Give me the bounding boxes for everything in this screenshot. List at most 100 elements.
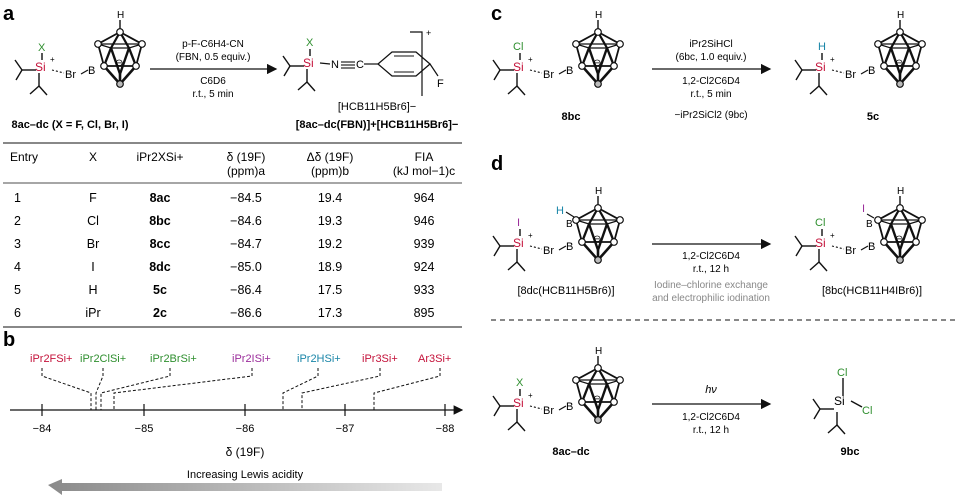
table-row: 3 Br 8cc −84.7 19.2 939 [14,237,434,251]
panel-c-solvent: 1,2-Cl2C6D4 [682,76,740,87]
silicon-label: Si [815,60,826,74]
reactant-8dc-complex: I Si + Br B H ⊖ H B [492,186,625,272]
cage-anion-sign: ⊖ [593,58,601,69]
tick-86: −86 [236,423,255,435]
product-caption-5c: 5c [867,111,879,123]
cell-entry: 3 [14,237,21,251]
cell-delta-delta: 19.4 [318,191,342,205]
species-ipr2fsi: iPr2FSi+ [30,353,73,365]
cage-anion-sign: ⊖ [593,234,601,245]
panel-a-reagent-1: p-F-C6H4-CN [182,39,244,50]
tick-84: −84 [33,423,52,435]
boron-label: B [566,241,573,253]
cell-x: Br [87,237,100,251]
product-5c: H Si + Br B H ⊖ [794,10,927,96]
panel-c-byproduct: −iPr2SiCl2 (9bc) [674,110,747,121]
fia-table: Entry X iPr2XSi+ δ (19F) (ppm)a Δδ (19F)… [3,142,462,328]
iodine-label: I [517,217,520,229]
cell-delta: −84.7 [230,237,262,251]
bromine-label: Br [543,245,554,257]
hydrogen-label: H [818,41,826,53]
cage-hydrogen-label: H [117,10,124,21]
header-delta-delta: Δδ (19F) [307,150,354,164]
panel-c-conditions: r.t., 5 min [690,89,731,100]
header-fia: FIA [415,150,434,164]
panel-c-reagent-1: iPr2SiHCl [689,39,732,50]
table-row: 5 H 5c −86.4 17.5 933 [14,283,434,297]
cation-plus: + [528,391,533,400]
chlorine-label-2: Cl [862,405,872,417]
bromine-label: Br [543,405,554,417]
cage-hydrogen-label: H [897,186,904,197]
cell-fia: 939 [414,237,435,251]
table-row: 6 iPr 2c −86.6 17.3 895 [14,306,434,320]
panel-c: c Cl Si + Br B H ⊖ 8bc iPr2SiHCl (6bc, 1… [491,3,927,123]
cell-compound: 5c [153,283,167,297]
top-conditions: r.t., 12 h [693,264,729,275]
product-9bc: Cl Cl Si [812,367,872,435]
species-ipr2clsi: iPr2ClSi+ [80,353,126,365]
fluorine-label: F [437,78,444,90]
cell-fia: 924 [414,260,435,274]
silicon-label: Si [834,394,845,408]
bottom-reactant-caption: 8ac–dc [552,446,589,458]
cell-delta: −86.4 [230,283,262,297]
cell-delta-delta: 18.9 [318,260,342,274]
panel-a-solvent: C6D6 [200,76,226,87]
cell-delta-delta: 19.2 [318,237,342,251]
cell-fia: 895 [414,306,435,320]
bottom-conditions: r.t., 12 h [693,425,729,436]
header-silylium: iPr2XSi+ [136,150,183,164]
header-x: X [89,150,97,164]
axis-label: δ (19F) [226,445,265,459]
cell-compound: 2c [153,306,167,320]
reactant-caption-8bc: 8bc [562,111,581,123]
product-anion: [HCB11H5Br6]− [338,101,416,113]
cation-plus: + [50,55,55,64]
product-charge: + [426,28,431,38]
cage-anion-sign: ⊖ [895,234,903,245]
bottom-product-caption: 9bc [841,446,860,458]
species-ar3si: Ar3Si+ [418,353,451,365]
header-delta: δ (19F) [227,150,266,164]
boron-label: B [88,65,95,77]
substituent-x-label: X [38,42,46,54]
top-note-2: and electrophilic iodination [652,293,770,304]
bi-boron-label: B [866,219,873,230]
bromine-label: Br [65,69,76,81]
species-ipr2hsi: iPr2HSi+ [297,353,341,365]
bottom-reagent: hν [705,384,717,396]
cage-hydrogen-label: H [595,346,602,357]
cell-fia: 946 [414,214,435,228]
cell-delta-delta: 17.5 [318,283,342,297]
table-row: 1 F 8ac −84.5 19.4 964 [14,191,434,205]
cell-compound: 8ac [150,191,171,205]
bh-hydrogen-label: H [556,205,564,217]
carbon-label: C [356,59,364,71]
silicon-label: Si [513,396,524,410]
cage-anion-sign: ⊖ [895,58,903,69]
cell-delta-delta: 19.3 [318,214,342,228]
cation-plus: + [830,231,835,240]
species-ipr2isi: iPr2ISi+ [232,353,271,365]
cage-hydrogen-label: H [897,10,904,21]
cell-entry: 1 [14,191,21,205]
top-product-caption: [8bc(HCB11H4IBr6)] [822,285,922,297]
subheader-fia: (kJ mol−1)c [393,164,455,178]
top-note-1: Iodine–chlorine exchange [654,280,768,291]
substituent-x-label: X [516,377,524,389]
cell-entry: 5 [14,283,21,297]
silicon-label: Si [35,60,46,74]
bh-boron-label: B [566,219,573,230]
silicon-label: Si [815,236,826,250]
cell-delta: −85.0 [230,260,262,274]
cell-delta-delta: 17.3 [318,306,342,320]
species-ipr3si: iPr3Si+ [362,353,398,365]
top-reactant-caption: [8dc(HCB11H5Br6)] [518,285,615,297]
panel-a-label: a [3,3,15,25]
silicon-label: Si [513,236,524,250]
panel-d-label: d [491,153,503,175]
bi-iodine-label: I [862,203,865,215]
product-caption: [8ac–dc(FBN)]+[HCB11H5Br6]− [296,119,459,131]
boron-label: B [566,401,573,413]
